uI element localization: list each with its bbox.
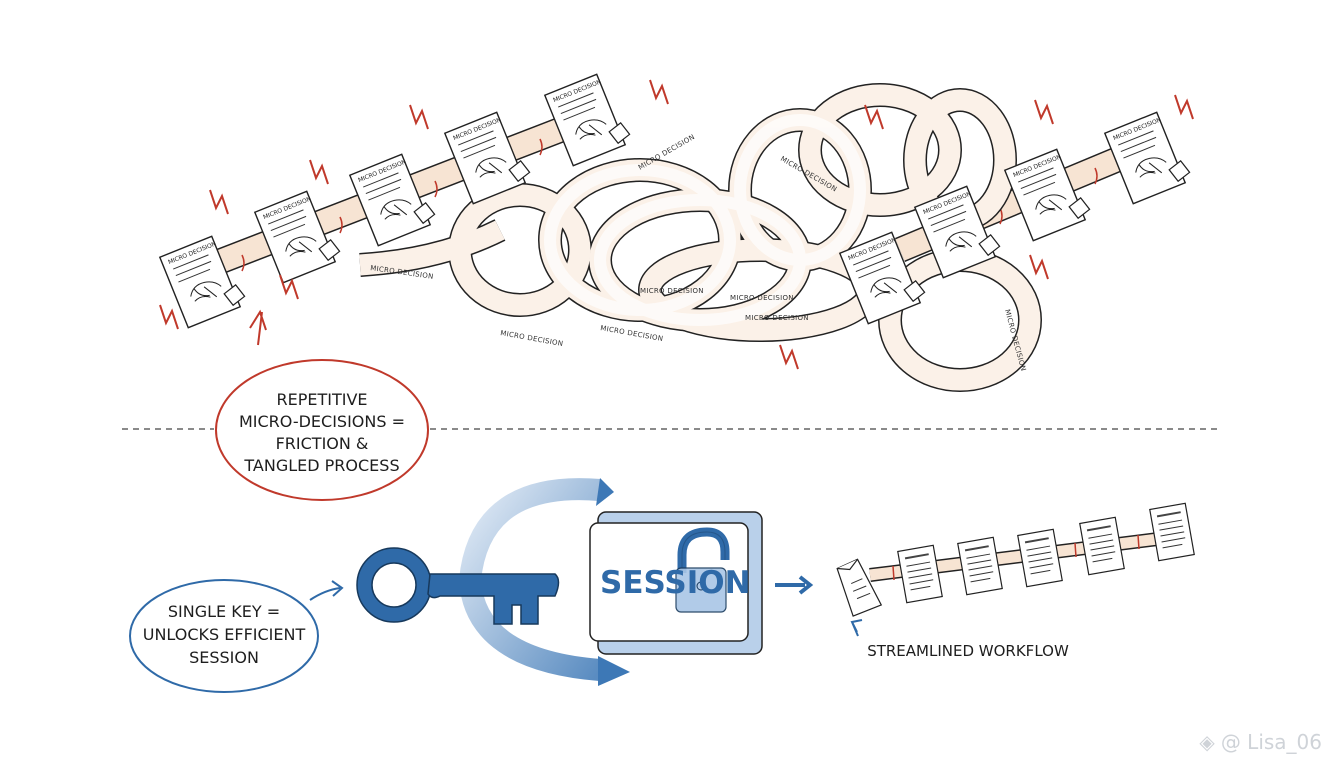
callout-line: UNLOCKS EFFICIENT: [143, 625, 306, 644]
lightning-icon: [1034, 99, 1054, 125]
ribbon-label: MICRO DECISION: [600, 324, 664, 343]
lightning-icon: [1029, 254, 1049, 280]
ribbon-label: MICRO DECISION: [500, 329, 564, 348]
friction-callout: REPETITIVE MICRO-DECISIONS = FRICTION & …: [215, 309, 429, 501]
lightning-icon: [409, 104, 429, 130]
workflow-label: STREAMLINED WORKFLOW: [867, 642, 1069, 660]
lightning-icon: [159, 304, 179, 330]
key-icon: [356, 547, 560, 625]
arrow-up-icon: [249, 309, 267, 331]
lightning-icon: [649, 79, 669, 105]
lightning-icon: [1174, 94, 1194, 120]
document-icon: MICRO DECISION: [1104, 108, 1194, 205]
callout-line: REPETITIVE: [276, 390, 367, 409]
document-icon: [1078, 516, 1126, 576]
callout-line: MICRO-DECISIONS =: [239, 412, 405, 431]
watermark-text: @ Lisa_06: [1220, 730, 1322, 754]
document-icon: MICRO DECISION: [349, 150, 439, 247]
diamond-logo-icon: ◈: [1199, 730, 1215, 754]
arrow-up-icon: [850, 619, 863, 637]
key-callout: SINGLE KEY = UNLOCKS EFFICIENT SESSION: [129, 579, 344, 693]
arrow-head-icon: [596, 478, 614, 506]
lightning-icon: [209, 189, 229, 215]
lightning-icon: [309, 159, 329, 185]
document-icon: [1148, 502, 1196, 562]
lightning-icon: [864, 104, 884, 130]
ribbon-label: MICRO DECISION: [745, 314, 809, 322]
document-icon: [896, 544, 944, 604]
arrow-head-icon: [598, 656, 630, 686]
streamlined-workflow: STREAMLINED WORKFLOW: [836, 502, 1196, 660]
session-label: SESSION: [600, 565, 751, 601]
arrow-right-icon: [798, 575, 814, 595]
ribbon-label: MICRO DECISION: [640, 287, 704, 295]
document-icon: [1016, 528, 1064, 588]
lightning-icon: [779, 344, 799, 370]
callout-line: FRICTION &: [276, 434, 369, 453]
watermark: ◈ @ Lisa_06: [1199, 730, 1322, 754]
document-icon: [836, 558, 883, 617]
arrow-right-icon: [331, 580, 344, 597]
padlock-open-icon: [675, 527, 730, 613]
micro-decision-documents: MICRO DECISION MICRO DECISION MICRO DECI…: [159, 70, 1194, 329]
document-icon: MICRO DECISION: [254, 187, 344, 284]
document-icon: MICRO DECISION: [544, 70, 634, 167]
callout-line: SINGLE KEY =: [168, 602, 280, 621]
document-icon: MICRO DECISION: [1004, 145, 1094, 242]
session-box: SESSION: [589, 511, 814, 655]
ribbon-label: MICRO DECISION: [730, 294, 794, 302]
callout-line: TANGLED PROCESS: [243, 456, 399, 475]
callout-line: SESSION: [189, 648, 259, 667]
document-icon: [956, 536, 1004, 596]
tangled-ribbons: MICRO DECISION MICRO DECISION MICRO DECI…: [359, 83, 1042, 392]
